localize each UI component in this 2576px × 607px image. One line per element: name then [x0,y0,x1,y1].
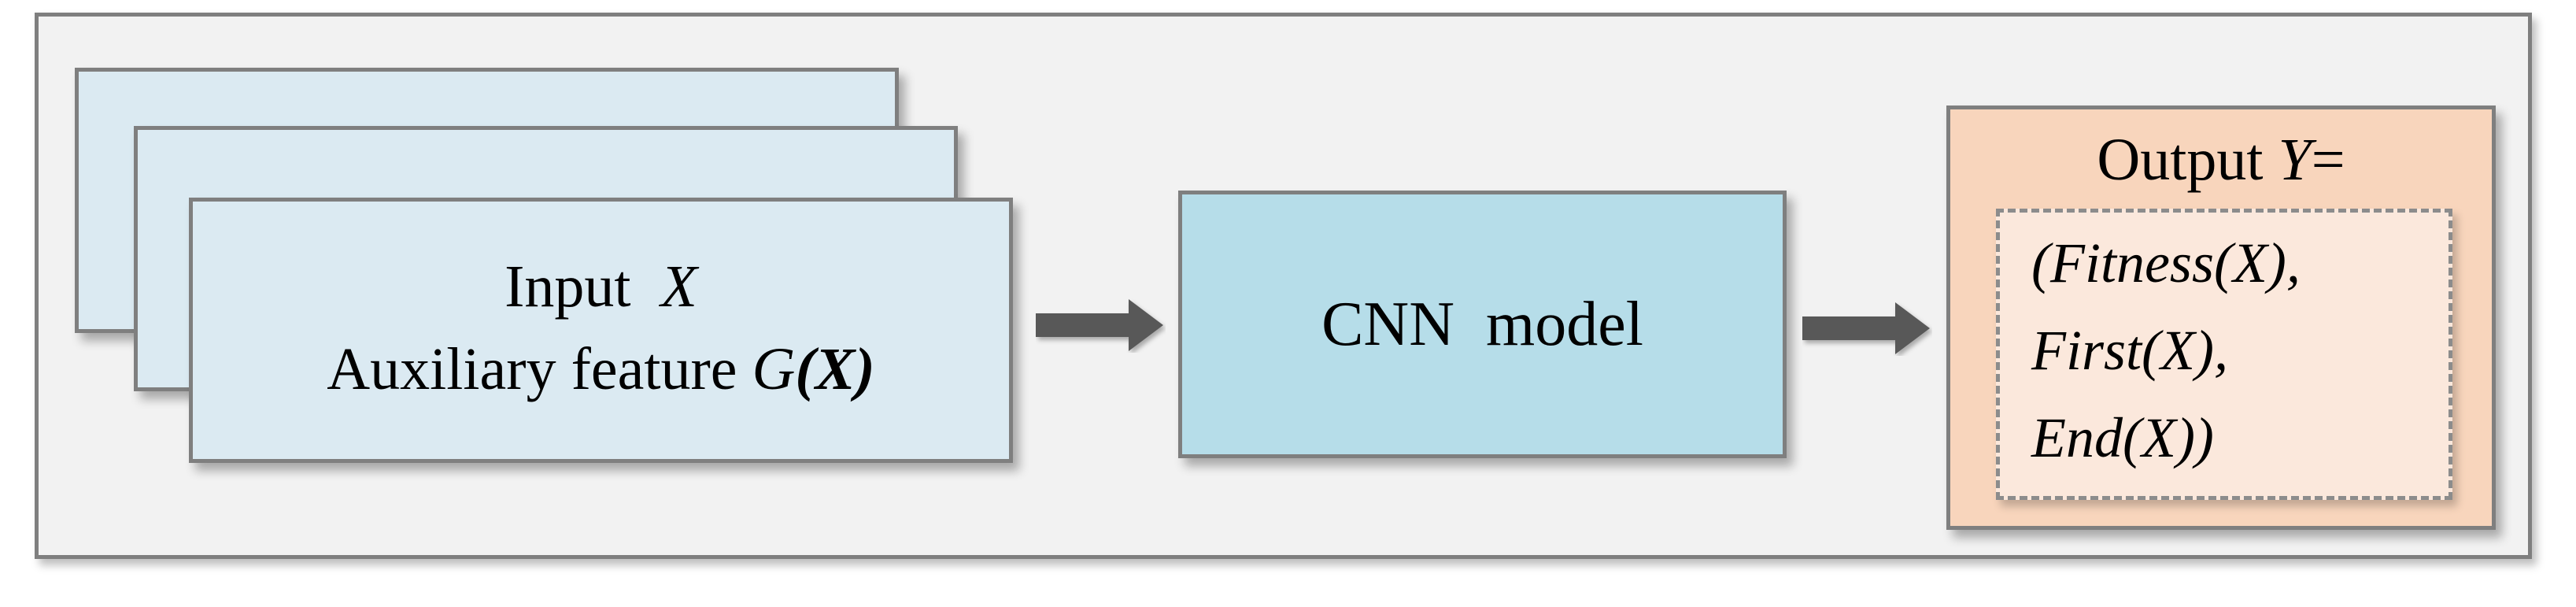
input-variable: X [660,254,697,320]
output-tuple-box: (Fitness(X), First(X), End(X)) [1996,209,2452,500]
output-title: Output Y= [1950,130,2492,190]
input-line-1: Input X [193,257,1009,316]
output-box: Output Y= (Fitness(X), First(X), End(X)) [1946,105,2496,530]
input-label: Input [504,254,631,320]
arrow-right-icon [1802,302,1930,354]
output-end: End(X)) [2031,406,2214,469]
auxiliary-function-name: G [752,336,796,402]
cnn-model-box: CNN model [1178,191,1787,458]
output-variable: Y [2278,127,2312,193]
cnn-model-label: CNN model [1321,289,1643,359]
arrow-right-icon [1036,299,1163,351]
output-fitness: (Fitness(X), [2031,231,2301,294]
input-card-front: Input X Auxiliary feature G(X) [189,198,1013,463]
auxiliary-function-argument: (X) [795,336,875,402]
input-line-2: Auxiliary feature G(X) [193,339,1009,399]
output-equals: = [2311,127,2345,193]
output-label: Output [2097,127,2264,193]
output-first: First(X), [2031,319,2228,382]
auxiliary-feature-label: Auxiliary feature [327,336,737,402]
